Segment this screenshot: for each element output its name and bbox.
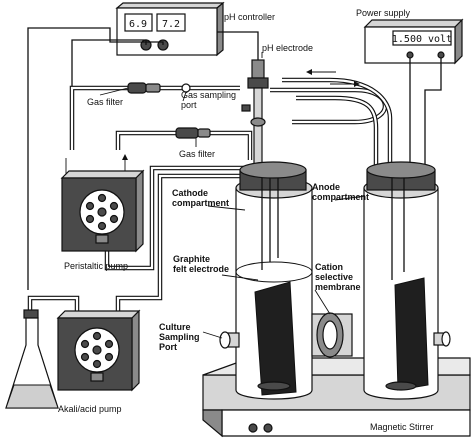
ph-display-right-value: 7.2: [162, 19, 180, 30]
ph-electrode-label: pH electrode: [262, 43, 313, 53]
peristaltic-pump: [60, 169, 145, 253]
akali-acid-pump: [56, 309, 141, 392]
gas-sampling-port-label-2: port: [181, 100, 197, 110]
power-supply-label: Power supply: [356, 8, 411, 18]
ph-display-left: [124, 13, 153, 32]
culture-sampling-port: [219, 331, 240, 349]
reagent-flask: [5, 309, 59, 409]
culture-port-label-2: Sampling: [159, 332, 200, 342]
graphite-felt-label-1: Graphite: [173, 254, 210, 264]
ph-display-right: [156, 13, 186, 32]
anode-label-1: Anode: [312, 182, 340, 192]
gas-filter-middle: [175, 127, 211, 139]
culture-port-label-1: Culture: [159, 322, 191, 332]
culture-port-label-3: Port: [159, 342, 177, 352]
cation-membrane-connector: [311, 312, 353, 358]
cation-membrane-label-3: membrane: [315, 282, 361, 292]
anode-felt-electrode: [394, 277, 429, 391]
cation-membrane-label-2: selective: [315, 272, 353, 282]
ph-display-left-value: 6.9: [129, 19, 147, 30]
ph-electrode: [241, 59, 269, 171]
gas-sampling-port-label-1: Gas sampling: [181, 90, 236, 100]
leader-lines: [99, 52, 366, 339]
cathode-label-1: Cathode: [172, 188, 208, 198]
graphite-felt-label-2: felt electrode: [173, 264, 229, 274]
gas-filter-middle-label: Gas filter: [179, 149, 215, 159]
graphite-felt-electrode: [254, 281, 297, 396]
magnetic-stirrer-label: Magnetic Stirrer: [370, 422, 434, 432]
akali-acid-pump-label: Akali/acid pump: [58, 404, 122, 414]
anode-label-2: compartment: [312, 192, 369, 202]
anode-compartment: [363, 161, 451, 400]
stirrer-knob-right: [263, 423, 273, 433]
cation-membrane-label-1: Cation: [315, 262, 343, 272]
gas-filter-top: [127, 82, 161, 94]
ph-controller: 6.9 7.2: [115, 1, 225, 57]
power-supply: 1.500 volt: [363, 18, 464, 65]
cathode-compartment: [235, 161, 313, 400]
peristaltic-pump-label: Peristaltic pump: [64, 261, 128, 271]
power-display: [392, 30, 452, 46]
power-jack-right: [437, 51, 445, 59]
gas-filter-top-label: Gas filter: [87, 97, 123, 107]
stirrer-knob-left: [248, 423, 258, 433]
power-display-value: 1.500 volt: [392, 34, 452, 45]
ph-controller-label: pH controller: [224, 12, 275, 22]
cathode-label-2: compartment: [172, 198, 229, 208]
power-jack-left: [406, 51, 414, 59]
